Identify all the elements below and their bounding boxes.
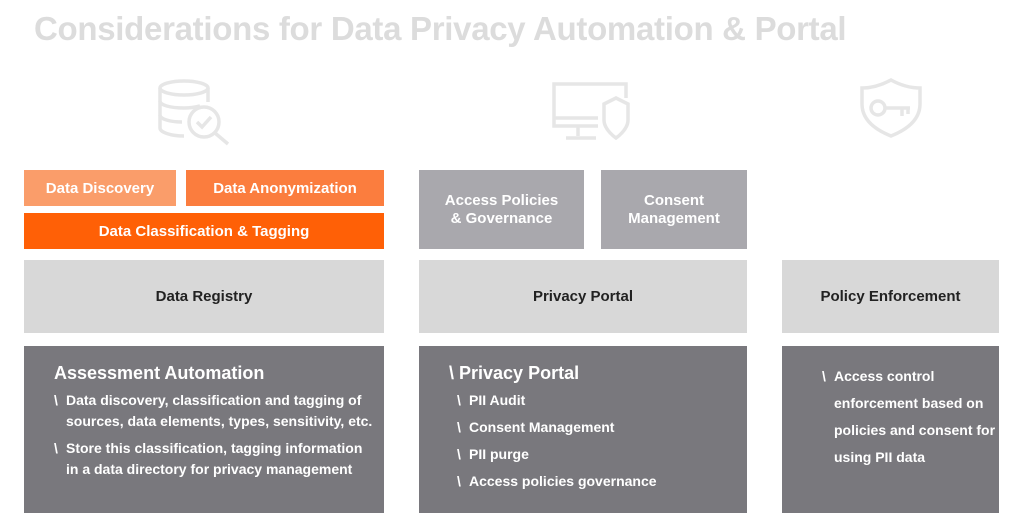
data-anonymization-label: Data Anonymization [213, 179, 357, 197]
portal-bullet-1-text: PII Audit [469, 392, 526, 408]
enforcement-line-3: policies and consent for [834, 422, 996, 438]
assessment-bullet-1: \Data discovery, classification and tagg… [54, 390, 372, 432]
enforcement-line-4: using PII data [834, 449, 926, 465]
page-title: Considerations for Data Privacy Automati… [34, 10, 847, 47]
policy-enforcement-box: Policy Enforcement [782, 260, 999, 333]
assessment-bullet-1-line2: sources, data elements, types, sensitivi… [66, 413, 373, 429]
data-discovery-label: Data Discovery [45, 179, 155, 197]
access-policies-label: Access Policies & Governance [444, 191, 559, 227]
privacy-portal-panel-title: \ Privacy Portal [449, 363, 580, 383]
portal-bullet-2-text: Consent Management [469, 419, 615, 435]
assessment-bullet-2-line2: in a data directory for privacy manageme… [66, 461, 353, 477]
data-classification-label: Data Classification & Tagging [98, 222, 310, 240]
enforcement-line-1: Access control [834, 368, 935, 384]
consent-management-label: Consent Management [628, 191, 720, 227]
data-registry-label: Data Registry [155, 288, 253, 305]
shield-key-icon [860, 78, 922, 138]
data-classification-chip: Data Classification & Tagging [24, 213, 384, 249]
policy-enforcement-label: Policy Enforcement [820, 288, 961, 305]
consent-management-chip: Consent Management [601, 170, 747, 249]
assessment-bullet-2: \Store this classification, tagging info… [54, 438, 362, 480]
portal-bullet-1: \PII Audit [457, 392, 526, 408]
privacy-portal-box: Privacy Portal [419, 260, 747, 333]
privacy-portal-label: Privacy Portal [532, 288, 634, 305]
monitor-shield-icon [552, 82, 630, 141]
policy-enforcement-panel: \Access control enforcement based on pol… [782, 346, 999, 513]
privacy-portal-panel-title-text: Privacy Portal [459, 363, 580, 383]
assessment-automation-title: Assessment Automation [54, 363, 265, 383]
assessment-bullet-2-line1: Store this classification, tagging infor… [66, 440, 363, 456]
database-search-icon [158, 79, 230, 146]
data-discovery-chip: Data Discovery [24, 170, 176, 206]
access-policies-chip: Access Policies & Governance [419, 170, 584, 249]
portal-bullet-2: \Consent Management [457, 419, 615, 435]
portal-bullet-4: \Access policies governance [457, 473, 657, 489]
privacy-portal-panel: \ Privacy Portal \PII Audit \Consent Man… [419, 346, 747, 513]
enforcement-line-2: enforcement based on [834, 395, 984, 411]
portal-bullet-3: \PII purge [457, 446, 529, 462]
assessment-automation-panel: Assessment Automation \Data discovery, c… [24, 346, 384, 513]
portal-bullet-4-text: Access policies governance [469, 473, 657, 489]
enforcement-text: \Access control enforcement based on pol… [822, 363, 995, 471]
portal-bullet-3-text: PII purge [469, 446, 529, 462]
data-registry-box: Data Registry [24, 260, 384, 333]
assessment-bullet-1-line1: Data discovery, classification and taggi… [66, 392, 362, 408]
data-anonymization-chip: Data Anonymization [186, 170, 384, 206]
